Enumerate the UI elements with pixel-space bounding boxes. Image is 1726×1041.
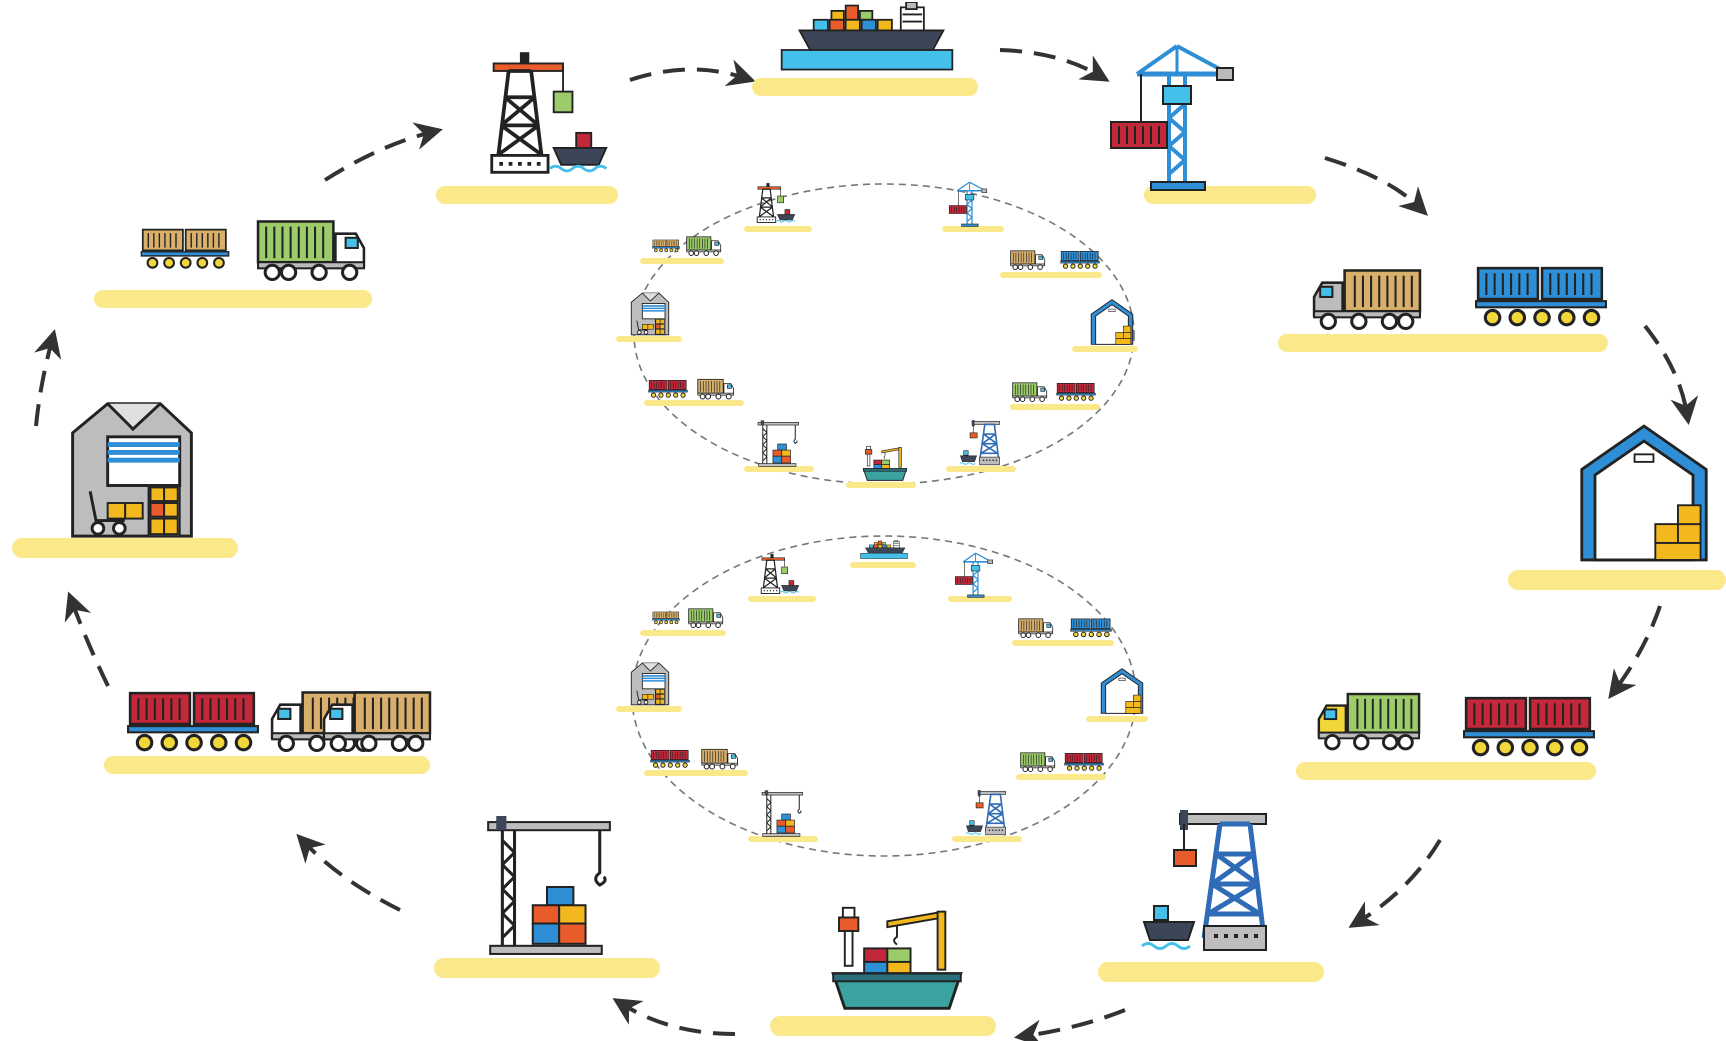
platform [1508, 570, 1726, 590]
arrow-warehouse-to-railtruck [34, 329, 62, 427]
node-railcar-trucks [104, 690, 432, 774]
tower-crane-loading-ship-icon [1142, 810, 1266, 950]
railcar-icon [1070, 618, 1112, 638]
crane-loading-ship-icon [489, 50, 609, 175]
quay-crane-icon [954, 552, 994, 598]
platform [94, 290, 372, 308]
truck-icon [688, 608, 724, 629]
arrow-trucks-to-warehouse [1643, 324, 1699, 426]
platform [436, 186, 618, 204]
inner-cycle-1-nodes [616, 181, 1138, 488]
container-ship-icon [780, 2, 954, 71]
node-warehouse-blue [1508, 424, 1726, 590]
port-ship-icon [862, 445, 908, 481]
truck-icon [701, 748, 739, 770]
railcar-icon [652, 611, 680, 625]
truck-icon [1012, 382, 1048, 403]
node-quay-crane [1111, 46, 1316, 204]
warehouse-forklift-icon [630, 292, 670, 336]
crane-loading-ship-icon [760, 553, 800, 595]
inner-cycle-1 [616, 181, 1138, 488]
arrow-tower-to-portship [1013, 1008, 1126, 1041]
node-truck-railcar-1 [1278, 266, 1608, 352]
container-yard-crane-icon [761, 790, 804, 837]
arrow-bluecrane-to-trucks [1324, 156, 1428, 216]
truck-icon [1018, 618, 1054, 639]
arrow-portship-to-yard [612, 998, 736, 1036]
warehouse-forklift-icon [630, 662, 670, 706]
port-ship-icon [831, 906, 963, 1010]
node-warehouse-gray [12, 404, 238, 558]
node-crane-loading-ship [436, 50, 618, 204]
inner-cycle-2-nodes [616, 540, 1148, 842]
railcar-icon [648, 379, 688, 398]
railcar-icon [126, 691, 260, 752]
platform [434, 958, 660, 978]
outer-cycle-arrows [34, 48, 1699, 1041]
node-port-ship [770, 906, 996, 1036]
tower-crane-loading-ship-icon [958, 420, 1001, 466]
node-container-ship [752, 2, 978, 96]
inner-cycle-2 [616, 535, 1148, 857]
platform [1098, 962, 1324, 982]
platform [1278, 334, 1608, 352]
node-tower-crane-loading [1098, 810, 1324, 982]
arrow-crane-to-ship [629, 59, 756, 87]
platform [104, 756, 430, 774]
node-truck-railcar-2 [1296, 692, 1596, 780]
warehouse-icon [1100, 668, 1144, 714]
node-container-yard [434, 816, 660, 978]
truck-icon [697, 378, 735, 400]
container-yard-crane-icon [757, 420, 800, 467]
platform [770, 1016, 996, 1036]
railcar-icon [1474, 266, 1608, 327]
arrow-yard-to-traintrucks [296, 833, 401, 912]
arrow-ship-to-bluecrane [999, 48, 1110, 82]
warehouse-forklift-icon [73, 404, 192, 536]
arrow-warehouse-to-trucks [1608, 605, 1662, 699]
truck-icon [1312, 268, 1422, 331]
arrow-traintrucks-to-warehouse [64, 591, 110, 687]
inner-cycle-2-path [631, 535, 1137, 857]
truck-icon [1010, 250, 1046, 271]
platform [12, 538, 238, 558]
truck-icon [256, 219, 366, 282]
truck-icon [1020, 752, 1056, 773]
quay-crane-icon [1111, 46, 1233, 190]
railcar-icon [650, 749, 690, 768]
container-ship-icon [860, 540, 908, 559]
truck-icon [686, 236, 722, 257]
quay-crane-icon [948, 181, 988, 228]
railcar-icon [652, 239, 680, 253]
railcar-icon [1462, 696, 1596, 757]
railcar-icon [1064, 752, 1104, 771]
inner-cycle-1-path [633, 183, 1135, 485]
railcar-icon [140, 227, 230, 270]
warehouse-icon [1580, 424, 1708, 562]
warehouse-icon [1090, 299, 1134, 345]
truck-icon [1317, 692, 1421, 751]
platform [1296, 762, 1596, 780]
railcar-icon [1060, 250, 1100, 269]
platform [752, 78, 978, 96]
tower-crane-loading-ship-icon [964, 790, 1007, 836]
node-railcar-truck [94, 219, 372, 308]
arrow-trucks-to-tower [1348, 838, 1442, 928]
arrow-railtruck-to-crane [323, 122, 443, 182]
container-yard-crane-icon [486, 816, 612, 956]
railcar-icon [1056, 382, 1096, 401]
